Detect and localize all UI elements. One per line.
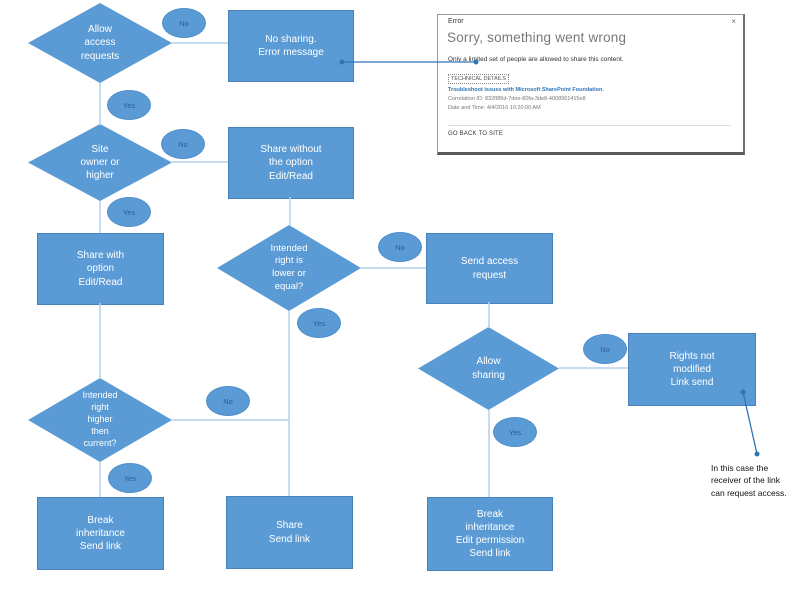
process-label: Share with option Edit/Read <box>76 250 125 288</box>
date-time: Date and Time: 4/4/2016 10:20:00 AM <box>448 105 541 111</box>
process-label: Share without the option Edit/Read <box>260 144 322 182</box>
edge-label-text: No <box>395 242 405 252</box>
process-break-inheritance-edit-permission: Break inheritance Edit permission Send l… <box>427 497 553 571</box>
decision-site-owner-or-higher: Site owner or higher <box>28 124 172 201</box>
edge-label-text: Yes <box>122 100 136 110</box>
decision-allow-sharing: Allow sharing <box>418 327 559 410</box>
edge-label-no: No <box>378 232 422 262</box>
edge-label-text: No <box>179 18 189 28</box>
process-send-access-request: Send access request <box>426 233 553 304</box>
edge-label-no: No <box>206 386 250 416</box>
edge-label-text: No <box>223 396 233 406</box>
edge-label-text: No <box>178 139 188 149</box>
edge-label-yes: Yes <box>108 463 152 493</box>
dialog-divider <box>448 125 731 126</box>
process-share-send-link: Share Send link <box>226 496 353 569</box>
decision-label: Site owner or higher <box>80 143 120 182</box>
decision-allow-access-requests: Allow access requests <box>28 3 172 83</box>
troubleshoot-link[interactable]: Troubleshoot issues with Microsoft Share… <box>448 87 604 93</box>
process-label: Share Send link <box>268 520 311 545</box>
dialog-title: Error <box>448 18 464 25</box>
process-break-inheritance-send-link: Break inheritance Send link <box>37 497 164 570</box>
edge-label-no: No <box>161 129 205 159</box>
process-label: Rights not modified Link send <box>669 350 715 389</box>
dialog-message: Only a limited set of people are allowed… <box>448 56 624 63</box>
process-label: Send access request <box>460 256 519 281</box>
edge-label-text: No <box>600 344 610 354</box>
process-label: Break inheritance Send link <box>76 514 125 553</box>
close-icon[interactable]: × <box>731 17 736 26</box>
edge-label-no: No <box>583 334 627 364</box>
decision-label: Allow access requests <box>80 24 120 62</box>
decision-label: Intended right higher then current? <box>82 390 118 448</box>
edge-label-text: Yes <box>122 207 136 217</box>
callout-annotation: In this case the receiver of the link ca… <box>711 463 787 498</box>
dialog-heading: Sorry, something went wrong <box>447 30 627 45</box>
process-label: Break inheritance Edit permission Send l… <box>455 508 525 560</box>
error-dialog: Error × Sorry, something went wrong Only… <box>437 14 745 155</box>
edge-label-yes: Yes <box>493 417 537 447</box>
correlation-id: Correlation ID: 832f8f9d-7dee-80fa-3de8-… <box>448 96 586 102</box>
decision-intended-right-higher-than-current: Intended right higher then current? <box>28 378 172 462</box>
process-label: No sharing. Error message <box>258 33 324 58</box>
edge-label-yes: Yes <box>107 197 151 227</box>
edge-label-yes: Yes <box>107 90 151 120</box>
edge-label-text: Yes <box>508 427 522 437</box>
process-no-sharing-error-message: No sharing. Error message <box>228 10 354 82</box>
decision-intended-right-lower-or-equal: Intended right is lower or equal? <box>217 225 361 311</box>
process-share-with-option: Share with option Edit/Read <box>37 233 164 305</box>
edge-label-no: No <box>162 8 206 38</box>
edge-label-text: Yes <box>123 473 137 483</box>
technical-details-toggle[interactable]: TECHNICAL DETAILS <box>448 74 510 84</box>
decision-label: Intended right is lower or equal? <box>270 242 308 292</box>
edge-label-yes: Yes <box>297 308 341 338</box>
process-share-without-option: Share without the option Edit/Read <box>228 127 354 199</box>
decision-label: Allow sharing <box>472 356 505 381</box>
process-rights-not-modified-link-send: Rights not modified Link send <box>628 333 756 406</box>
go-back-link[interactable]: GO BACK TO SITE <box>448 131 504 137</box>
edge-label-text: Yes <box>312 318 326 328</box>
